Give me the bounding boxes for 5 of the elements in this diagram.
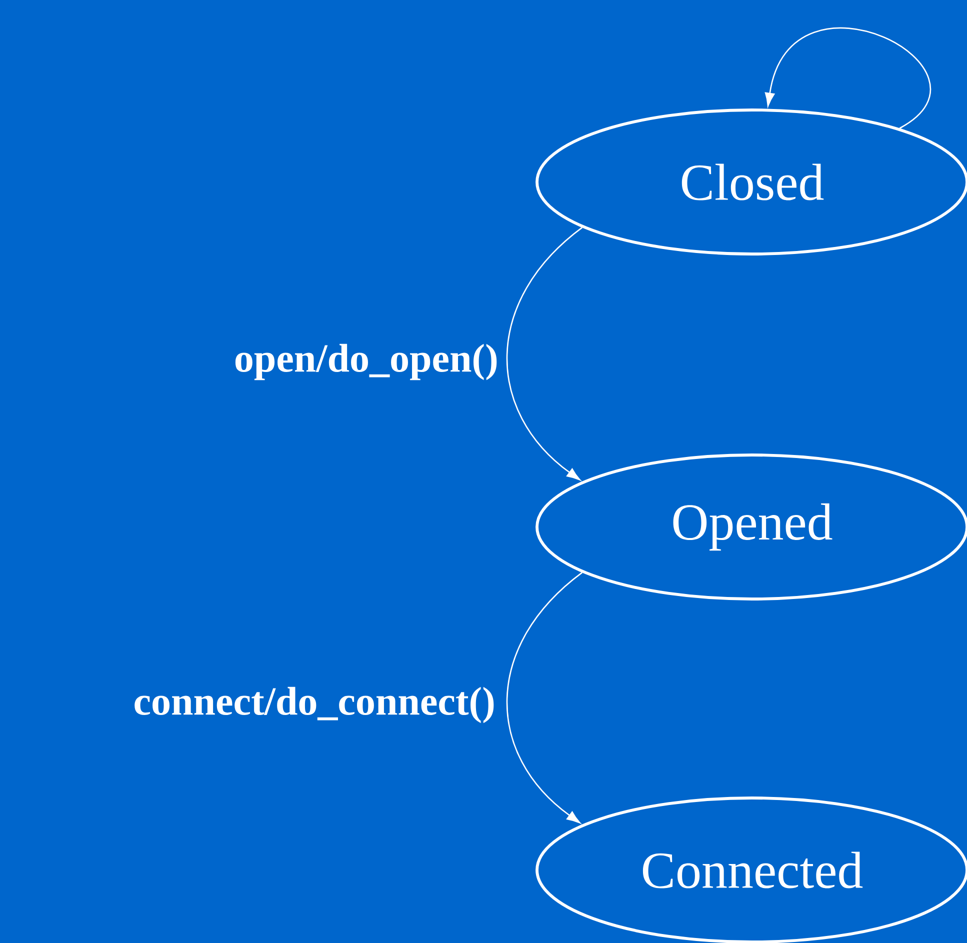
edge-label: open/do_open(): [235, 344, 497, 380]
edge-label: connect/do_connect(): [134, 686, 494, 724]
arrow: [506, 572, 583, 824]
arrow: [506, 227, 583, 480]
arrow: [764, 28, 930, 129]
